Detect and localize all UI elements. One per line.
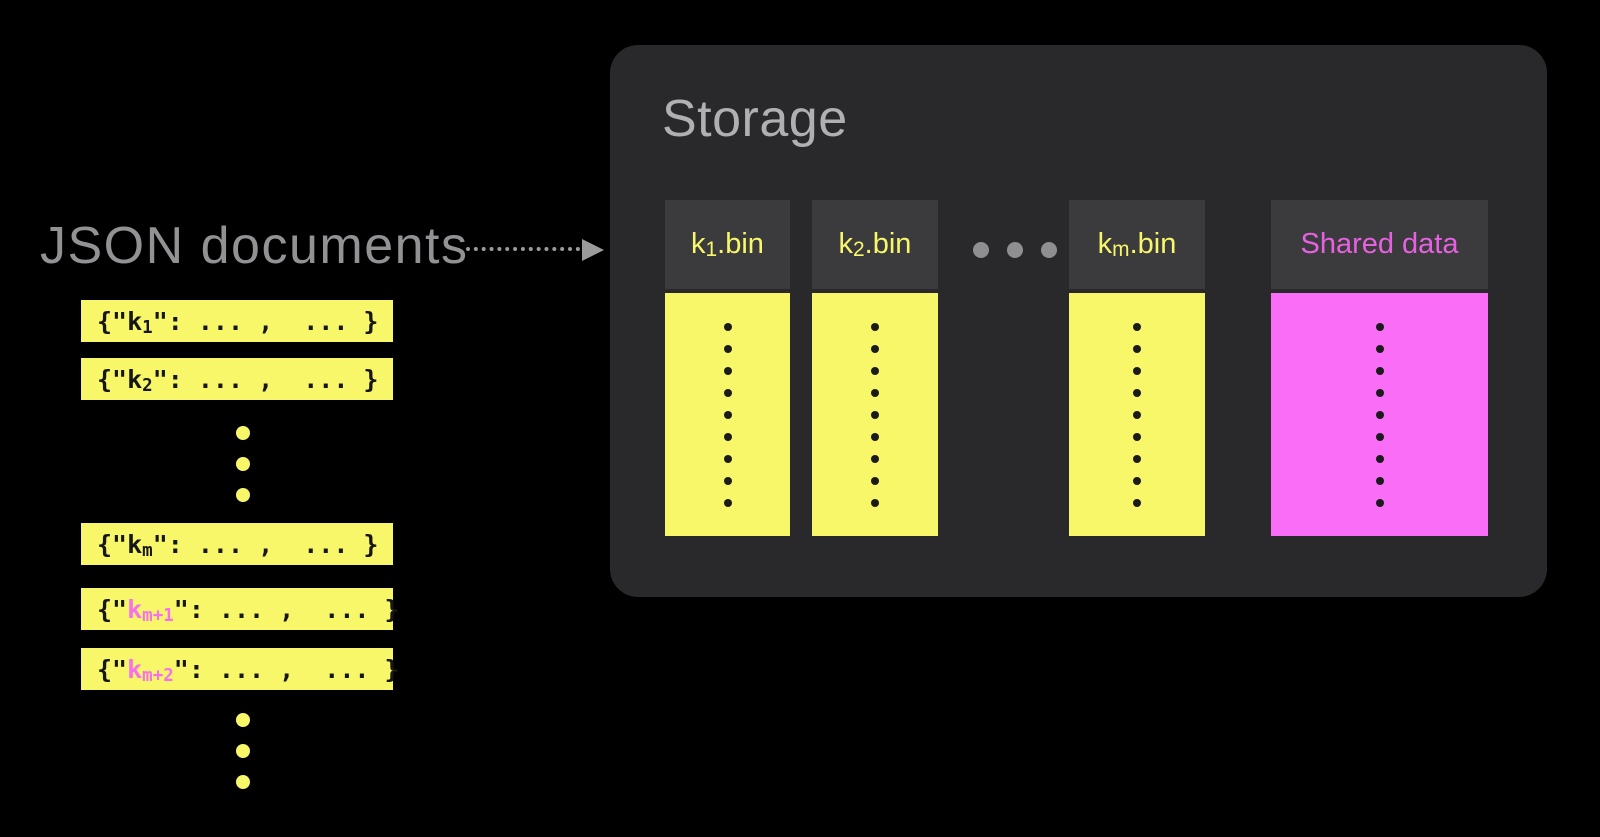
- doc-code-key-highlighted: km+2: [127, 654, 174, 686]
- bin-header-k1: k1.bin: [665, 200, 790, 289]
- bin-filename: k2.bin: [838, 228, 912, 262]
- json-documents-label: JSON documents: [40, 217, 469, 275]
- bin-contents-k2: [812, 293, 938, 536]
- json-doc-bar-km2: {"km+2": ... , ... }: [81, 648, 400, 690]
- bin-filename: k1.bin: [691, 228, 764, 262]
- json-doc-bar-km: {"km": ... , ... }: [81, 523, 393, 565]
- doc-code-pre: {": [97, 654, 128, 684]
- bin-contents-k1: [665, 293, 790, 536]
- doc-code-post: ": ... , ... }: [173, 654, 400, 684]
- bin-filename: km.bin: [1097, 228, 1177, 262]
- shared-data-header: Shared data: [1271, 200, 1488, 289]
- storage-column-km: km.bin: [1069, 200, 1205, 536]
- doc-code-pre: {": [97, 529, 128, 559]
- doc-code-post: ": ... , ... }: [152, 364, 379, 394]
- doc-code-pre: {": [97, 594, 128, 624]
- bin-subscript: 2: [853, 238, 865, 262]
- json-doc-bar-k2: {"k2": ... , ... }: [81, 358, 393, 400]
- doc-code-post: ": ... , ... }: [152, 306, 379, 336]
- json-doc-bar-k1: {"k1": ... , ... }: [81, 300, 393, 342]
- doc-key-subscript: m+2: [142, 665, 174, 686]
- doc-key-subscript: 1: [142, 317, 153, 338]
- doc-code-post: ": ... , ... }: [152, 529, 379, 559]
- doc-key-subscript: m: [142, 540, 153, 561]
- doc-code-key: km: [127, 529, 153, 561]
- bin-subscript: m: [1112, 238, 1130, 262]
- bin-header-km: km.bin: [1069, 200, 1205, 289]
- doc-code-key-highlighted: km+1: [127, 594, 174, 626]
- json-doc-bar-km1: {"km+1": ... , ... }: [81, 588, 400, 630]
- storage-column-k2: k2.bin: [812, 200, 938, 536]
- bin-header-k2: k2.bin: [812, 200, 938, 289]
- arrow-head-icon: [582, 239, 604, 261]
- storage-title: Storage: [662, 90, 848, 148]
- shared-data-label: Shared data: [1300, 228, 1459, 260]
- docs-ellipsis-top: [236, 426, 250, 502]
- shared-data-contents: [1271, 293, 1488, 536]
- doc-code-post: ": ... , ... }: [173, 594, 400, 624]
- doc-key-subscript: m+1: [142, 605, 174, 626]
- docs-to-storage-dotted-line: [466, 247, 580, 251]
- doc-code-key: k2: [127, 364, 153, 396]
- doc-key-subscript: 2: [142, 375, 153, 396]
- storage-panel: Storage k1.bin k2.bin km.bin Shared data: [610, 45, 1547, 597]
- storage-column-k1: k1.bin: [665, 200, 790, 536]
- doc-code-key: k1: [127, 306, 153, 338]
- docs-ellipsis-bottom: [236, 713, 250, 789]
- columns-ellipsis: [973, 242, 1057, 258]
- storage-column-shared: Shared data: [1271, 200, 1488, 536]
- doc-code-pre: {": [97, 364, 128, 394]
- bin-contents-km: [1069, 293, 1205, 536]
- bin-subscript: 1: [705, 238, 718, 262]
- doc-code-pre: {": [97, 306, 128, 336]
